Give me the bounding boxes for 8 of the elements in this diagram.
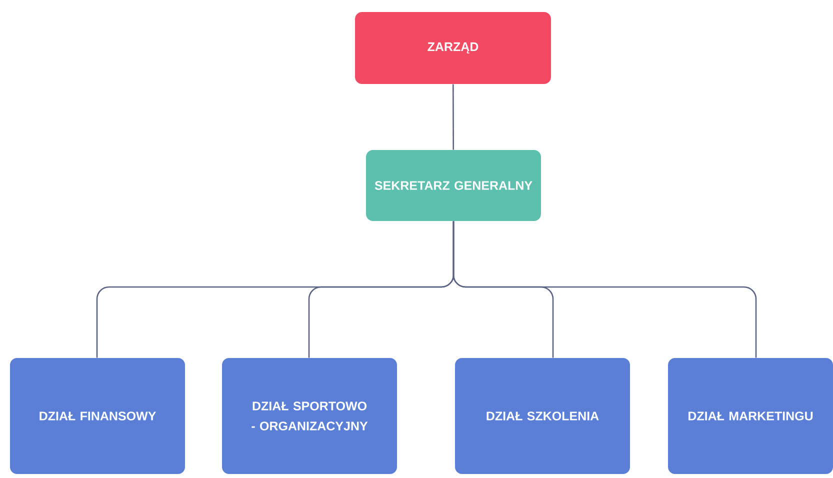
board-box: ZARZĄD (355, 12, 551, 84)
connector-line (452, 221, 757, 358)
connector-line (452, 84, 454, 150)
department-box: DZIAŁ SZKOLENIA (455, 358, 630, 474)
secretary-box: SEKRETARZ GENERALNY (366, 150, 541, 221)
department-box: DZIAŁ MARKETINGU (668, 358, 833, 474)
department-box: DZIAŁ SPORTOWO - ORGANIZACYJNY (222, 358, 397, 474)
department-box: DZIAŁ FINANSOWY (10, 358, 185, 474)
